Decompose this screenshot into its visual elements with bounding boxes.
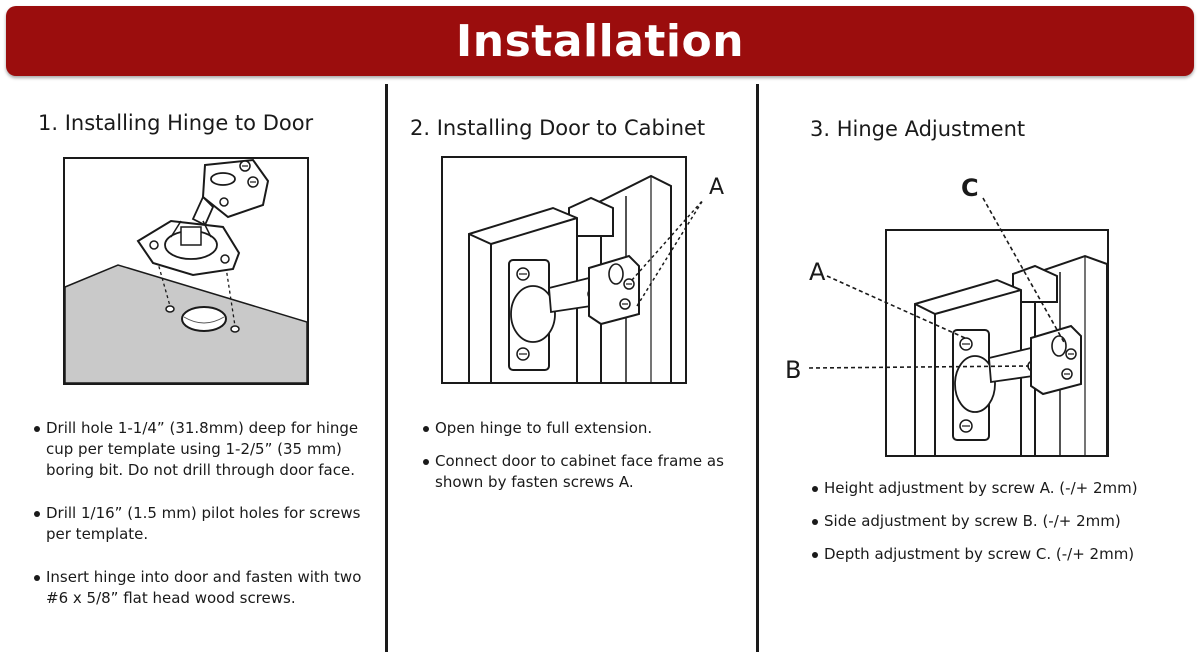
callout-label-a: A	[709, 175, 724, 200]
list-item: Depth adjustment by screw C. (-/+ 2mm)	[812, 544, 1182, 565]
list-item: Drill 1/16” (1.5 mm) pilot holes for scr…	[34, 503, 364, 545]
list-item: Height adjustment by screw A. (-/+ 2mm)	[812, 478, 1182, 499]
section2-instructions: Open hinge to full extension. Connect do…	[423, 418, 748, 505]
list-item: Insert hinge into door and fasten with t…	[34, 567, 364, 609]
section1-instructions: Drill hole 1-1/4” (31.8mm) deep for hing…	[34, 418, 364, 631]
callout-label-a: A	[809, 258, 826, 286]
title-banner: Installation	[6, 6, 1194, 76]
section2-title: 2. Installing Door to Cabinet	[410, 116, 706, 140]
door-to-cabinet-figure: A	[441, 156, 724, 384]
column-divider-1	[385, 84, 388, 652]
list-item: Drill hole 1-1/4” (31.8mm) deep for hing…	[34, 418, 364, 481]
callout-label-c: C	[961, 174, 979, 202]
section1-title: 1. Installing Hinge to Door	[38, 111, 314, 135]
callout-label-b: B	[785, 356, 801, 384]
page-title: Installation	[455, 15, 745, 67]
hinge-cup-icon	[136, 158, 270, 277]
list-item: Connect door to cabinet face frame as sh…	[423, 451, 748, 493]
hinge-to-door-figure	[63, 157, 309, 385]
list-item: Open hinge to full extension.	[423, 418, 748, 439]
column-divider-2	[756, 84, 759, 652]
section3-title: 3. Hinge Adjustment	[810, 117, 1026, 141]
hinge-cup-icon	[952, 324, 1082, 441]
hinge-cup-icon	[508, 254, 640, 371]
hinge-adjustment-figure: A B C	[785, 174, 1109, 457]
list-item: Side adjustment by screw B. (-/+ 2mm)	[812, 511, 1182, 532]
section3-instructions: Height adjustment by screw A. (-/+ 2mm) …	[812, 478, 1182, 577]
